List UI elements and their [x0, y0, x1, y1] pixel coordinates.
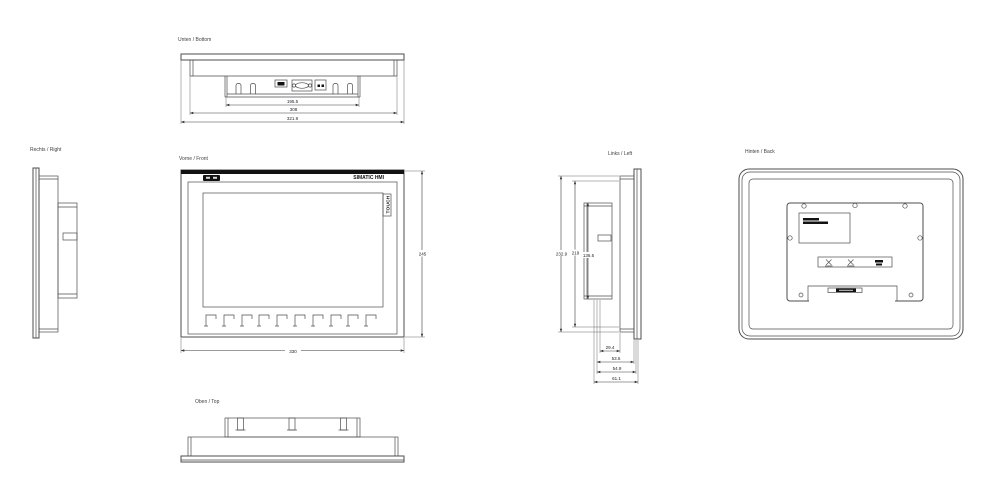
product-label: SIMATIC HMI	[353, 175, 384, 181]
view-right: Rechts / Right	[30, 147, 78, 339]
top-outline	[180, 417, 405, 463]
dim-53-6: 53.6	[612, 356, 621, 361]
right-outline	[32, 167, 78, 339]
power-terminal-icon	[314, 79, 327, 91]
dim-219: 219	[572, 251, 580, 256]
view-front-label: Vorne / Front	[179, 156, 209, 162]
touch-screen	[202, 192, 384, 308]
top-mounting-clips	[235, 417, 349, 431]
dim-321-9: 321.9	[287, 116, 299, 121]
usb-port-icon	[274, 79, 288, 88]
bottom-outline	[180, 53, 405, 98]
dim-330: 330	[289, 349, 297, 354]
mounting-clip	[62, 232, 78, 241]
touch-tab: TOUCH	[382, 193, 392, 217]
view-back: Hinten / Back	[738, 149, 964, 340]
view-back-label: Hinten / Back	[745, 149, 775, 155]
dim-232-9: 232.9	[556, 251, 568, 256]
view-top-label: Oben / Top	[195, 399, 220, 405]
dim-61-1: 61.1	[612, 376, 621, 381]
db9-serial-port-icon	[291, 79, 313, 92]
dim-245: 245	[419, 252, 427, 257]
bottom-mounting-clips	[235, 83, 353, 94]
left-depth-dimensions: 29.4 53.6 54.9 61.1	[593, 300, 639, 384]
view-right-label: Rechts / Right	[30, 147, 62, 153]
touch-label: TOUCH	[386, 195, 392, 213]
view-left-label: Links / Left	[608, 151, 633, 157]
rating-plate	[798, 212, 851, 244]
view-left: Links / Left 232.9 219 136.5	[552, 151, 642, 384]
back-enclosure	[738, 168, 964, 340]
interface-strip	[817, 256, 893, 268]
front-dimensions: 245 330	[180, 170, 430, 354]
dim-308: 308	[290, 107, 298, 112]
front-bezel	[180, 169, 405, 338]
view-front: Vorne / Front SIMATIC HMI TOUCH	[179, 156, 430, 354]
screw-holes	[787, 202, 923, 298]
view-top: Oben / Top	[180, 399, 405, 463]
dim-136-5: 136.5	[583, 253, 595, 258]
view-bottom-label: Unten / Bottom	[178, 37, 211, 43]
rear-connector	[827, 287, 863, 293]
dim-29-4: 29.4	[606, 345, 615, 350]
siemens-logo-icon	[203, 175, 220, 181]
function-key-row	[204, 314, 377, 327]
view-bottom: Unten / Bottom	[178, 37, 405, 124]
mounting-clip	[597, 234, 612, 242]
dim-195-5: 195.5	[287, 99, 299, 104]
dim-54-9: 54.9	[613, 366, 622, 371]
left-vertical-dimensions: 232.9 219 136.5	[552, 175, 619, 333]
bottom-dimensions: 195.5 308 321.9	[180, 60, 405, 124]
